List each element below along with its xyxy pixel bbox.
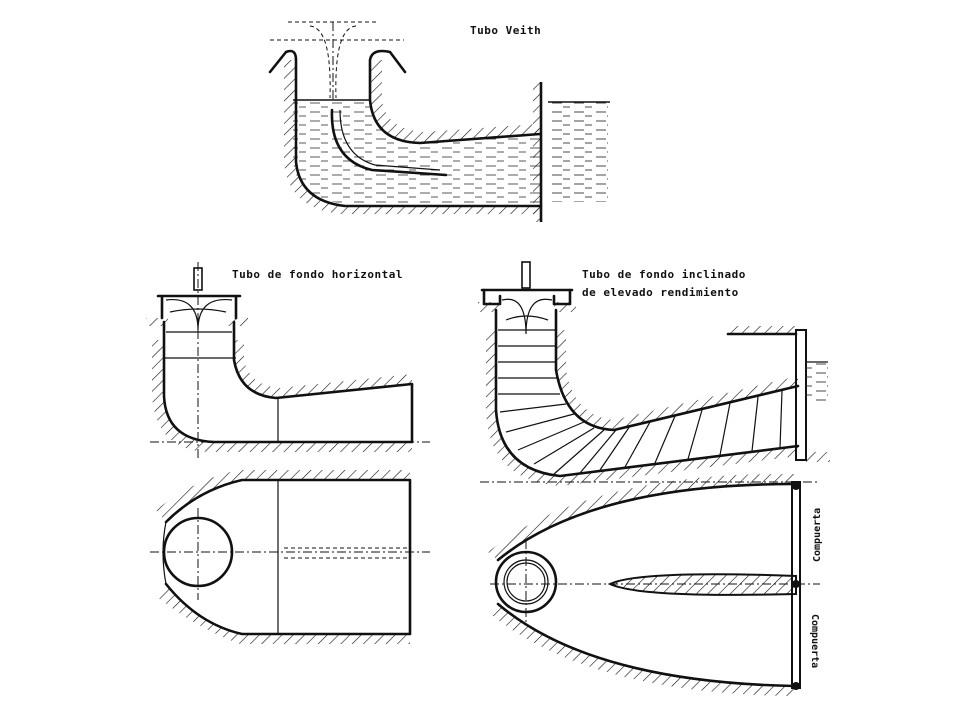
inclined-tube-elevation: Tubo de fondo inclinado de elevado rendi…: [478, 261, 830, 486]
inclined-label-line2: de elevado rendimiento: [582, 286, 739, 299]
gate-label-lower: Compuerta: [809, 614, 820, 668]
horizontal-tube-plan: [150, 470, 430, 644]
gate-label-upper: Compuerta: [812, 508, 823, 562]
horizontal-label: Tubo de fondo horizontal: [232, 268, 403, 281]
inclined-tube-plan: Compuerta Compuerta: [488, 473, 823, 696]
inclined-label-line1: Tubo de fondo inclinado: [582, 268, 746, 281]
veith-label: Tubo Veith: [470, 24, 541, 37]
horizontal-tube-elevation: Tubo de fondo horizontal: [142, 262, 430, 460]
veith-tube-section: Tubo Veith: [268, 21, 610, 222]
